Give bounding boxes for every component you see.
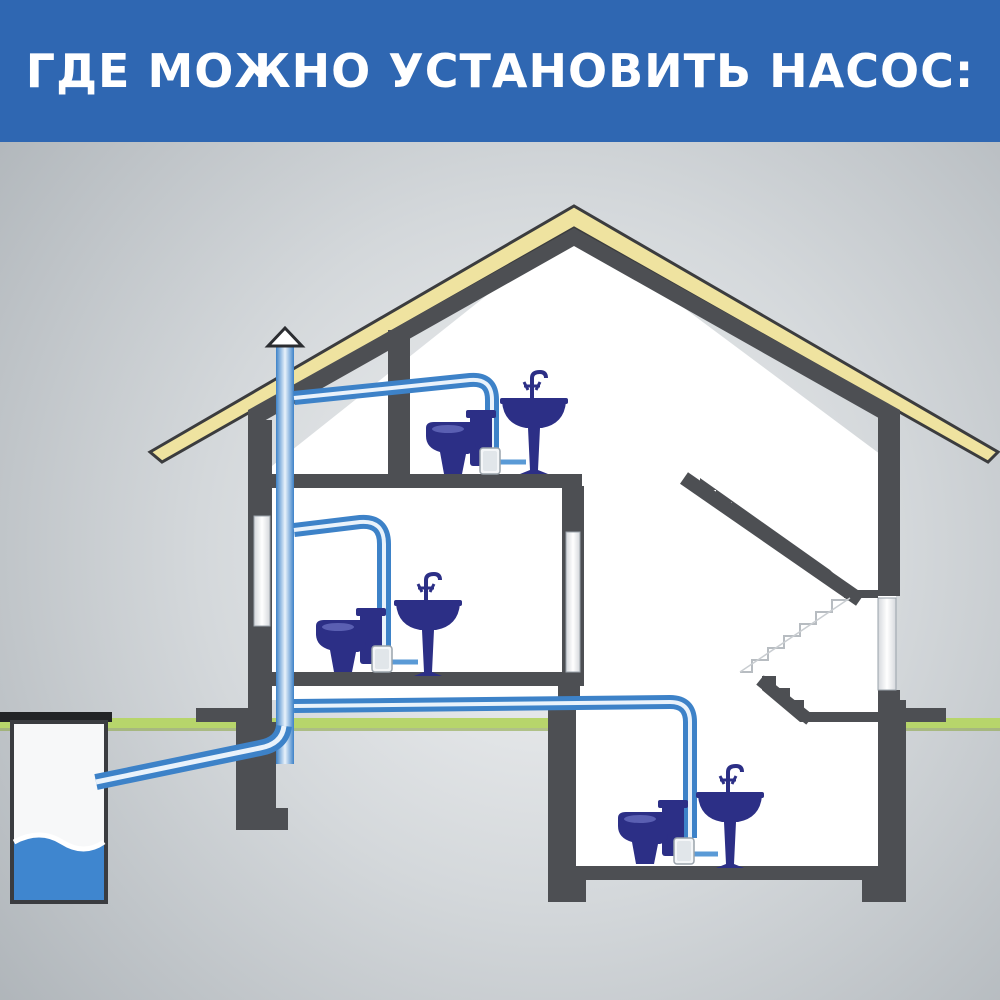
ground	[0, 718, 1000, 731]
banner-title: ГДЕ МОЖНО УСТАНОВИТЬ НАСОС:	[25, 44, 975, 98]
vent-riser-pipe	[264, 325, 306, 764]
vent-arrow-icon	[264, 325, 306, 348]
drain-pipes	[94, 372, 718, 857]
roof	[147, 204, 1000, 464]
windows	[253, 515, 897, 691]
foundations	[196, 700, 946, 902]
staircase-icon	[680, 472, 878, 725]
title-banner: ГДЕ МОЖНО УСТАНОВИТЬ НАСОС:	[0, 0, 1000, 142]
septic-tank-icon	[0, 712, 112, 904]
